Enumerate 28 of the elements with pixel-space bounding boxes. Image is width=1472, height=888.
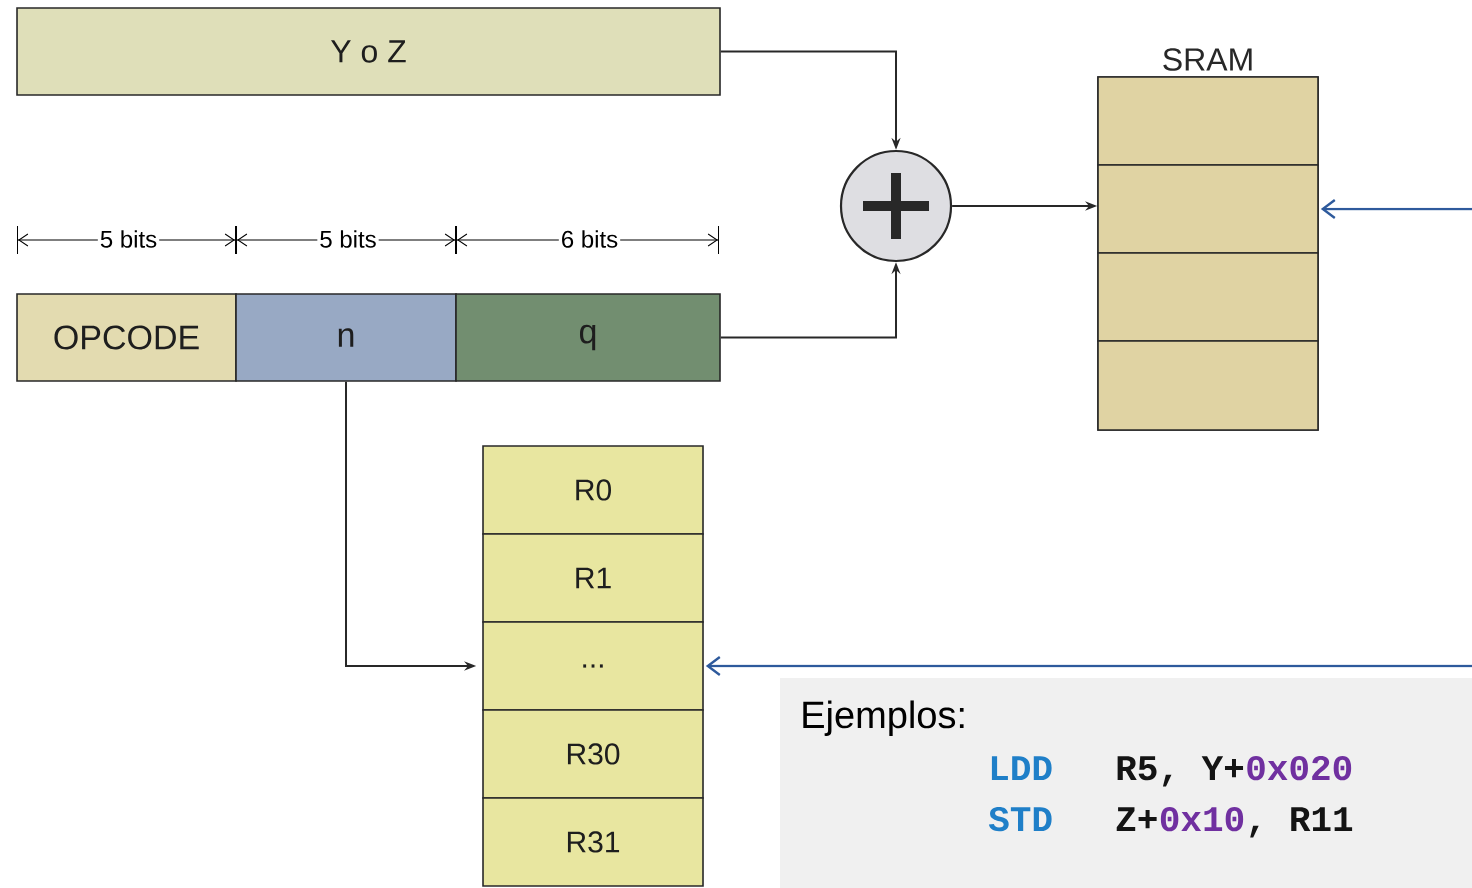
- code-number: 0x020: [1247, 755, 1352, 781]
- field-box: q: [455, 293, 721, 382]
- arrow: [705, 656, 1472, 676]
- code-number: 0x10: [1160, 806, 1244, 832]
- code-text: Z+: [1116, 807, 1157, 831]
- register-box: R1: [482, 533, 704, 623]
- register-box: R30: [482, 709, 704, 799]
- field-box: n: [235, 293, 457, 382]
- register-box: R31: [482, 797, 704, 887]
- arrow: [1320, 199, 1472, 219]
- dimension-label: 5 bits: [317, 228, 379, 250]
- node-label: SRAM: [1163, 48, 1252, 71]
- memory-cell: [1097, 164, 1319, 254]
- memory-cell: [1097, 340, 1319, 431]
- code-text: R5, Y+: [1117, 756, 1244, 787]
- code-text: , R11: [1250, 807, 1353, 838]
- heading: Ejemplos:: [803, 700, 964, 736]
- dimension-label: 6 bits: [558, 228, 621, 250]
- dimension-label: 5 bits: [97, 228, 160, 250]
- code-keyword: STD: [988, 806, 1052, 832]
- memory-cell: [1097, 252, 1319, 342]
- adder-circle: [839, 149, 953, 263]
- field-box: Y o Z: [16, 7, 721, 96]
- register-box: ...: [482, 621, 704, 711]
- memory-cell: [1097, 76, 1319, 166]
- register-box: R0: [482, 445, 704, 535]
- code-keyword: LDD: [991, 756, 1052, 780]
- field-box: OPCODE: [16, 293, 237, 382]
